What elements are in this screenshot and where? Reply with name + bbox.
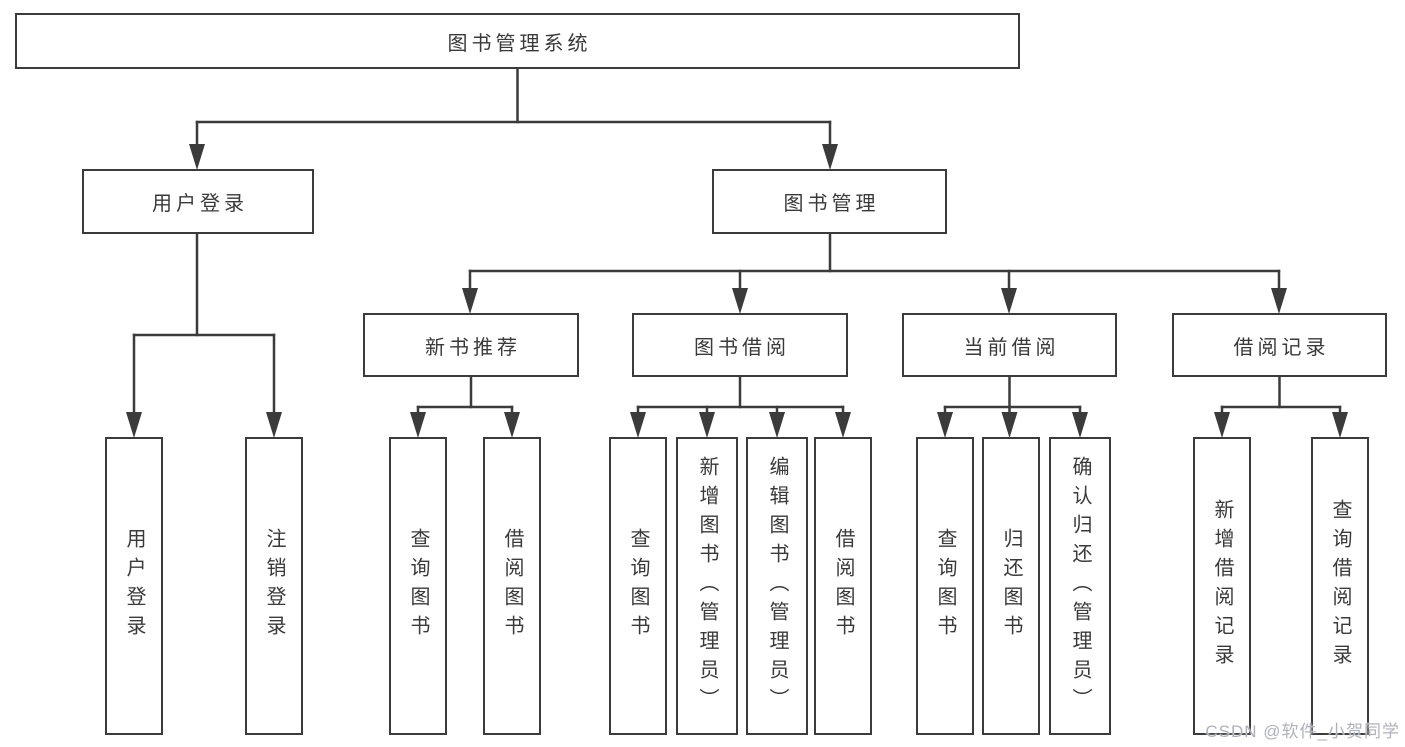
leaf-query-books-recommend: 查询图书 [389,437,447,735]
node-current-borrowing: 当前借阅 [902,313,1117,377]
leaf-add-books-admin: 新增图书（管理员） [676,437,738,735]
leaf-query-books-current: 查询图书 [916,437,974,735]
leaf-edit-books-admin: 编辑图书（管理员） [746,437,808,735]
leaf-query-books-borrowing: 查询图书 [609,437,667,735]
node-new-book-recommend: 新书推荐 [363,313,579,377]
node-user-login: 用户登录 [82,169,314,234]
leaf-logout: 注销登录 [245,437,303,735]
node-book-borrowing: 图书借阅 [632,313,848,377]
leaf-return-books: 归还图书 [982,437,1040,735]
leaf-borrow-books-recommend: 借阅图书 [483,437,541,735]
leaf-borrow-books-borrowing: 借阅图书 [814,437,872,735]
leaf-query-borrow-record: 查询借阅记录 [1311,437,1369,735]
leaf-add-borrow-record: 新增借阅记录 [1193,437,1251,735]
leaf-user-login: 用户登录 [105,437,163,735]
watermark: CSDN @软件_小贺同学 [1205,722,1400,741]
node-borrowing-records: 借阅记录 [1172,313,1387,377]
node-book-management: 图书管理 [712,169,947,234]
node-root: 图书管理系统 [15,13,1020,69]
leaf-confirm-return-admin: 确认归还（管理员） [1049,437,1111,735]
